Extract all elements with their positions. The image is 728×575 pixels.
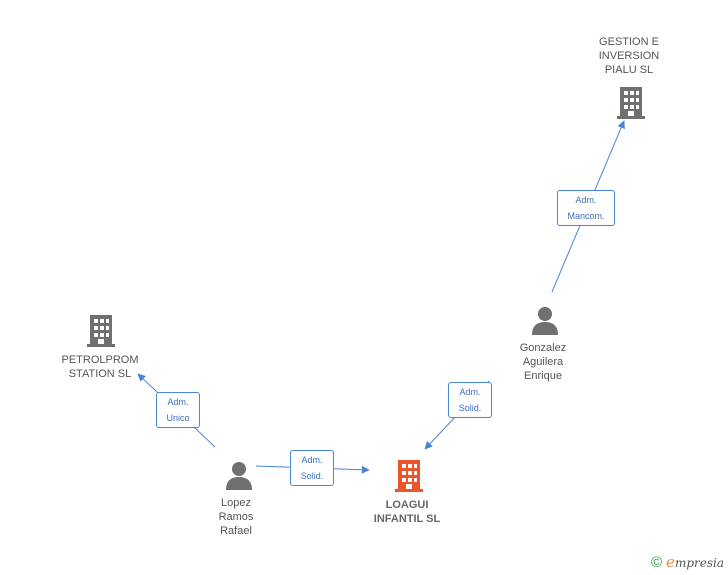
node-label-lopez: Lopez Ramos Rafael xyxy=(218,497,254,537)
brand-initial: e xyxy=(666,553,675,571)
edge-label-lopez-petrolprom: Adm. Unico xyxy=(156,392,200,428)
person-icon[interactable] xyxy=(530,305,560,335)
edge-label-gonzalez-loagui: Adm. Solid. xyxy=(448,382,492,418)
node-label-petrolprom: PETROLPROM STATION SL xyxy=(61,354,139,380)
brand-name: mpresia xyxy=(674,556,724,570)
node-label-gonzalez: Gonzalez Aguilera Enrique xyxy=(519,342,567,382)
building-icon[interactable] xyxy=(616,85,646,119)
building-icon[interactable] xyxy=(394,458,424,492)
empresia-logo: © empresia xyxy=(651,553,724,571)
person-icon[interactable] xyxy=(224,460,254,490)
building-icon[interactable] xyxy=(86,313,116,347)
edge-label-lopez-loagui: Adm. Solid. xyxy=(290,450,334,486)
edge-label-gonzalez-gestion: Adm. Mancom. xyxy=(557,190,615,226)
node-label-loagui: LOAGUI INFANTIL SL xyxy=(373,499,441,525)
copyright-icon: © xyxy=(650,553,663,571)
node-label-gestion: GESTION E INVERSION PIALU SL xyxy=(598,36,660,76)
